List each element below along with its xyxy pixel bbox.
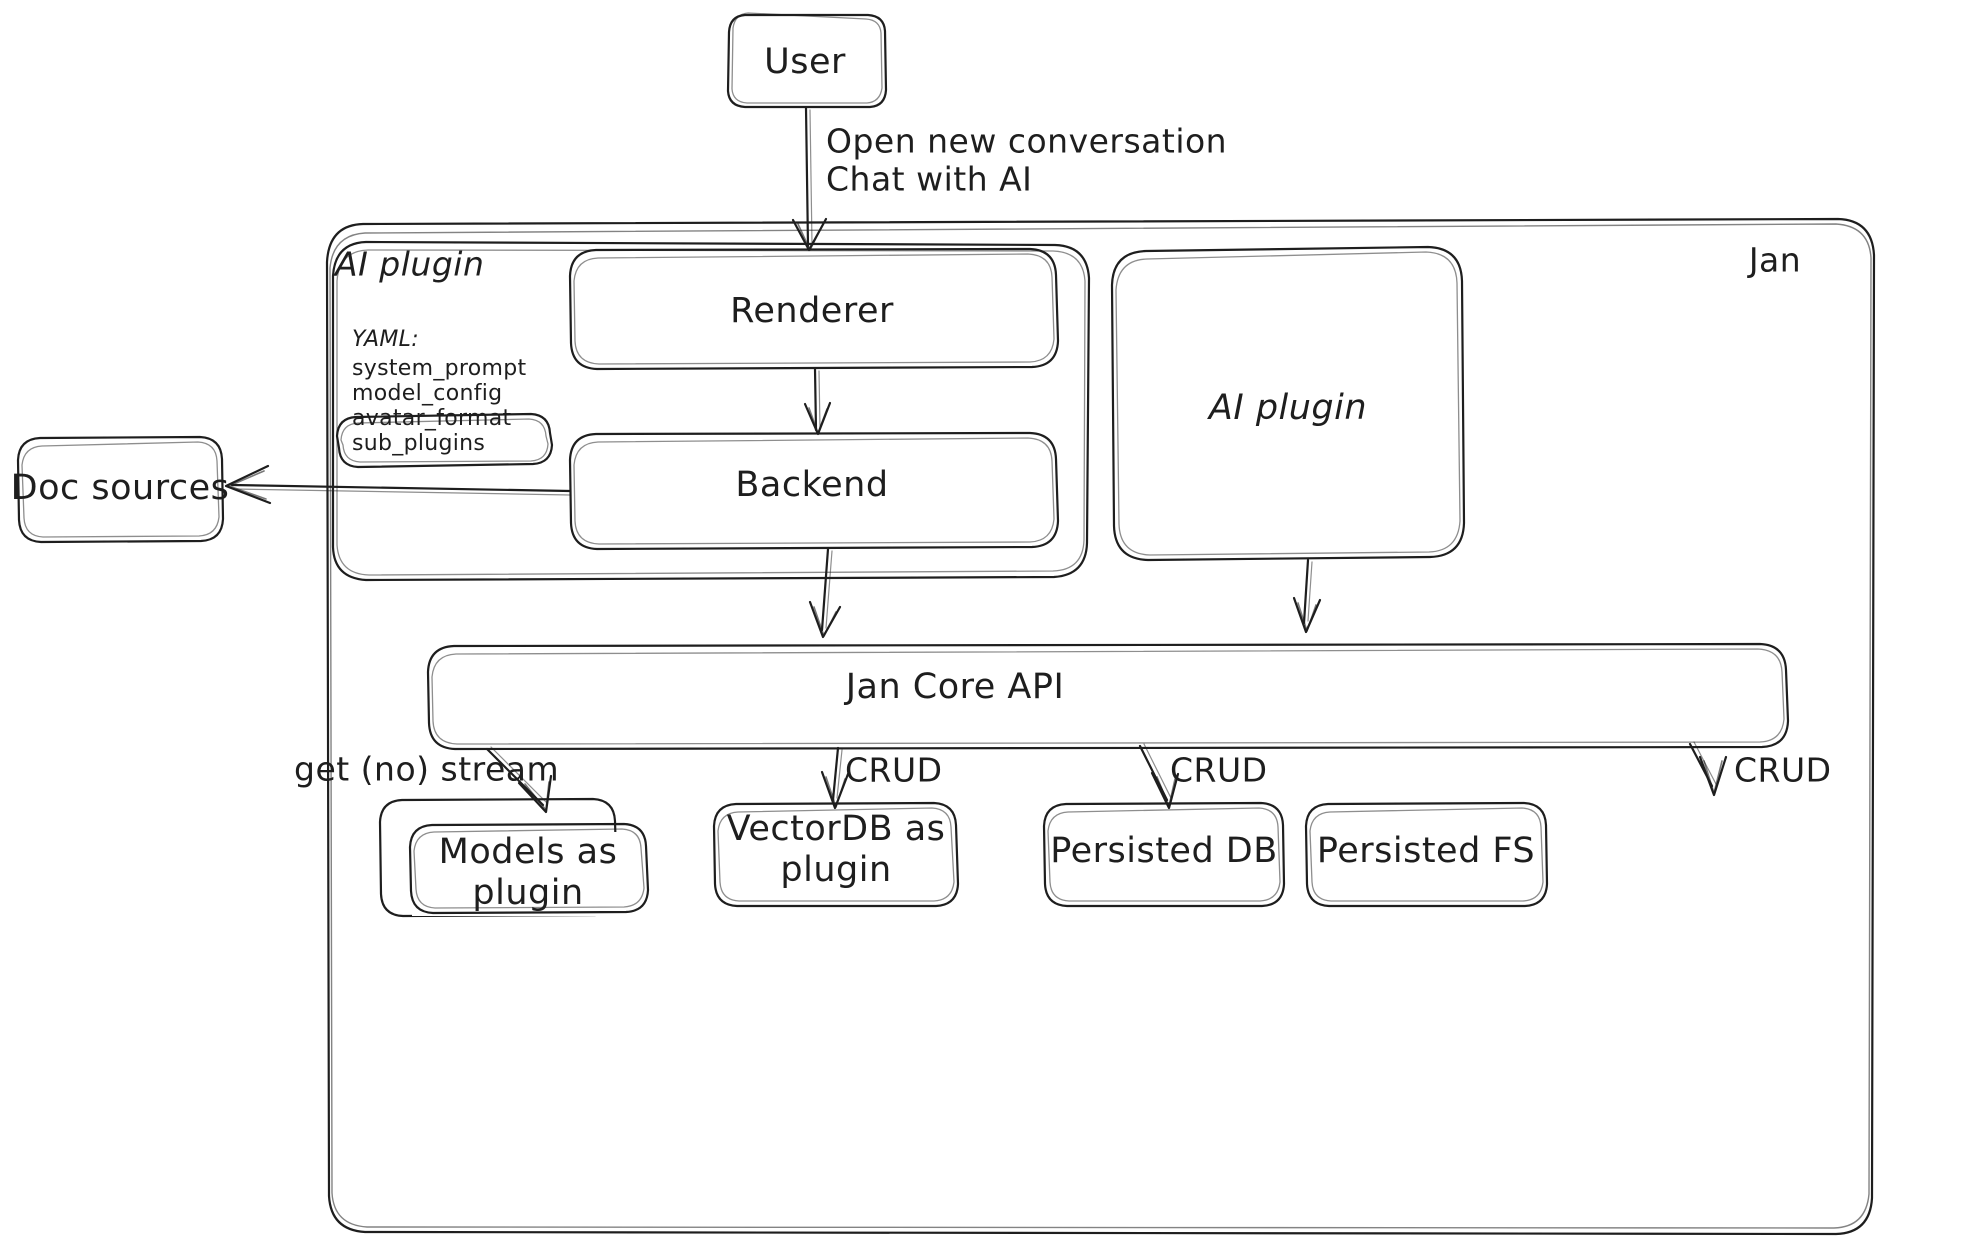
ai-plugin-group-label: AI plugin: [333, 245, 484, 284]
yaml-line-avatar-format: avatar_format: [352, 406, 512, 431]
edge-core-to-vectordb: [820, 746, 850, 810]
ai-plugin-right-label: AI plugin: [1207, 388, 1367, 428]
models-as-plugin-label-line1: Models as: [439, 832, 618, 872]
jan-core-api-box[interactable]: [426, 642, 1790, 751]
edge-core-to-vectordb-label: CRUD: [845, 751, 943, 790]
yaml-line-system-prompt: system_prompt: [352, 356, 527, 381]
vectordb-as-plugin-label-line2: plugin: [780, 850, 891, 890]
edge-user-to-renderer-label-line1: Open new conversation: [826, 122, 1227, 161]
persisted-db-box[interactable]: [1042, 801, 1286, 908]
edge-backend-to-core: [808, 547, 842, 639]
renderer-box[interactable]: [568, 247, 1060, 371]
edge-renderer-to-backend: [803, 367, 832, 436]
yaml-line-model-config: model_config: [352, 381, 502, 406]
persisted-fs-box[interactable]: [1304, 801, 1549, 908]
backend-box[interactable]: [568, 431, 1060, 551]
ai-plugin-group[interactable]: [331, 240, 1091, 582]
edge-user-to-renderer-label-line2: Chat with AI: [826, 160, 1032, 199]
doc-sources-label: Doc sources: [11, 468, 230, 508]
models-as-plugin-box[interactable]: [378, 797, 650, 918]
jan-container[interactable]: [325, 217, 1876, 1236]
user-box[interactable]: [726, 12, 888, 109]
jan-core-api-label: Jan Core API: [844, 667, 1065, 707]
edge-core-to-models-label: get (no) stream: [294, 750, 559, 789]
doc-sources-box[interactable]: [16, 435, 225, 544]
yaml-note-box[interactable]: [335, 412, 554, 469]
persisted-fs-label: Persisted FS: [1317, 831, 1535, 871]
edge-core-to-persisted-fs-label: CRUD: [1734, 751, 1832, 790]
jan-container-label: Jan: [1747, 241, 1801, 280]
edge-core-to-persisted-db-label: CRUD: [1170, 751, 1268, 790]
ai-plugin-right-box[interactable]: [1110, 245, 1466, 562]
yaml-line-sub-plugins: sub_plugins: [352, 431, 485, 456]
yaml-note-title: YAML:: [352, 327, 419, 352]
edge-core-to-persisted-fs: [1688, 741, 1728, 797]
edge-core-to-persisted-db: [1138, 743, 1180, 810]
backend-label: Backend: [735, 465, 888, 505]
models-as-plugin-label-line2: plugin: [472, 873, 583, 913]
edge-core-to-models: [485, 746, 553, 814]
vectordb-as-plugin-label-line1: VectorDB as: [727, 809, 946, 849]
vectordb-as-plugin-box[interactable]: [712, 801, 960, 908]
renderer-label: Renderer: [730, 291, 894, 331]
user-label: User: [764, 42, 846, 82]
edge-ai-plugin-to-core: [1292, 558, 1322, 634]
edge-user-to-renderer: [791, 106, 828, 252]
edge-backend-to-doc-sources: [224, 464, 572, 505]
persisted-db-label: Persisted DB: [1050, 831, 1278, 871]
